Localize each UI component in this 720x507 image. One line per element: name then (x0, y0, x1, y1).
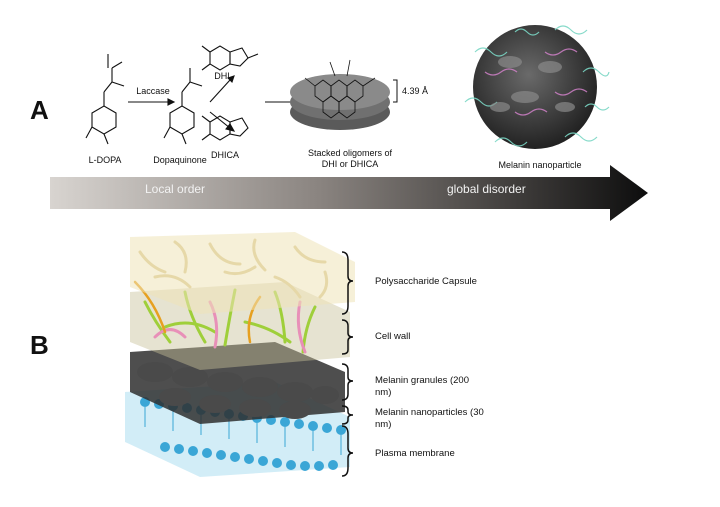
local-order-label: Local order (145, 182, 206, 196)
dopaquinone-structure (163, 68, 203, 145)
melanin-granule-layer (130, 342, 345, 424)
polysaccharide-capsule-layer (130, 232, 355, 314)
ldopa-label: L-DOPA (88, 155, 122, 165)
stack-spacing-label: 4.39 Å (402, 86, 429, 96)
panel-b-letter: B (30, 330, 49, 360)
cell-wall-label: Cell wall (375, 331, 411, 342)
reaction-scheme: Laccase (85, 45, 313, 145)
panel-a-letter: A (30, 95, 49, 125)
stacked-oligomers (290, 59, 398, 130)
nanoparticle-label: Melanin nanoparticle (498, 160, 582, 170)
enzyme-label: Laccase (136, 86, 170, 96)
dhica-label: DHICA (210, 150, 239, 160)
cell-envelope-illustration (125, 232, 355, 477)
stack-label: Stacked oligomers of DHI or DHICA (307, 148, 393, 169)
global-disorder-label: global disorder (447, 182, 526, 196)
melanin-nanoparticle (464, 25, 610, 149)
dopaquinone-label: Dopaquinone (153, 155, 207, 165)
granules-label: Melanin granules (200 nm) (375, 375, 470, 398)
membrane-label: Plasma membrane (375, 448, 455, 459)
nanoparticles-label: Melanin nanoparticles (30 nm) (375, 407, 484, 430)
layer-brackets (341, 251, 354, 477)
capsule-label: Polysaccharide Capsule (375, 276, 477, 287)
dhica-structure (201, 115, 249, 141)
ldopa-structure (85, 54, 125, 145)
dhi-structure (201, 45, 259, 71)
dhi-label: DHI (214, 71, 230, 81)
order-gradient-arrow (50, 165, 648, 221)
